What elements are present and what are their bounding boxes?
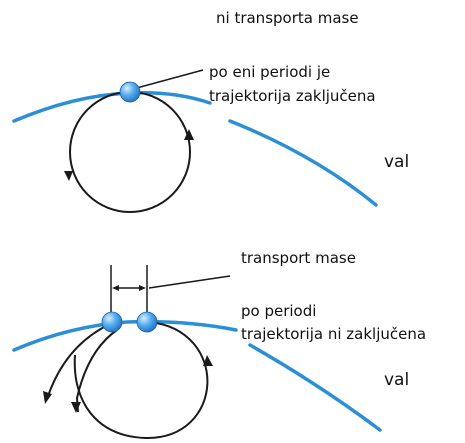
top-arrowhead-right [184,129,194,140]
top-particle [119,81,141,103]
bottom-caption: transport mase [241,249,356,267]
displacement-arrowhead-left [112,285,119,291]
top-arrowhead-left [64,171,73,181]
bottom-arrowhead-right [203,355,213,366]
top-closed-trajectory [69,91,191,213]
top-note-line2: trajektorija zaključena [209,87,376,105]
bottom-open-trajectory-inner [73,321,209,440]
bottom-particle-end [136,311,158,333]
top-note-line1: po eni periodi je [209,63,331,81]
top-callout-line [132,69,204,90]
bottom-open-trajectory-outer [47,323,111,397]
top-wave-label: val [384,152,410,172]
bottom-note-line2: trajektorija ni zaključena [241,325,427,343]
bottom-note-line1: po periodi [241,302,317,320]
top-panel [12,69,378,213]
top-caption: ni transporta mase [216,9,359,27]
bottom-arrowhead-left [71,402,81,413]
bottom-particle-start [101,311,123,333]
bottom-callout-line [148,275,231,289]
top-wave-right [228,119,378,207]
bottom-panel [12,265,382,440]
bottom-open-trajectory-left-tail [75,329,118,413]
bottom-wave-right [248,343,382,432]
bottom-arrowhead-outer [43,391,52,404]
bottom-wave-left [12,319,238,352]
bottom-wave-label: val [384,370,410,390]
top-wave-left [12,90,212,123]
displacement-arrowhead-right [139,285,146,291]
